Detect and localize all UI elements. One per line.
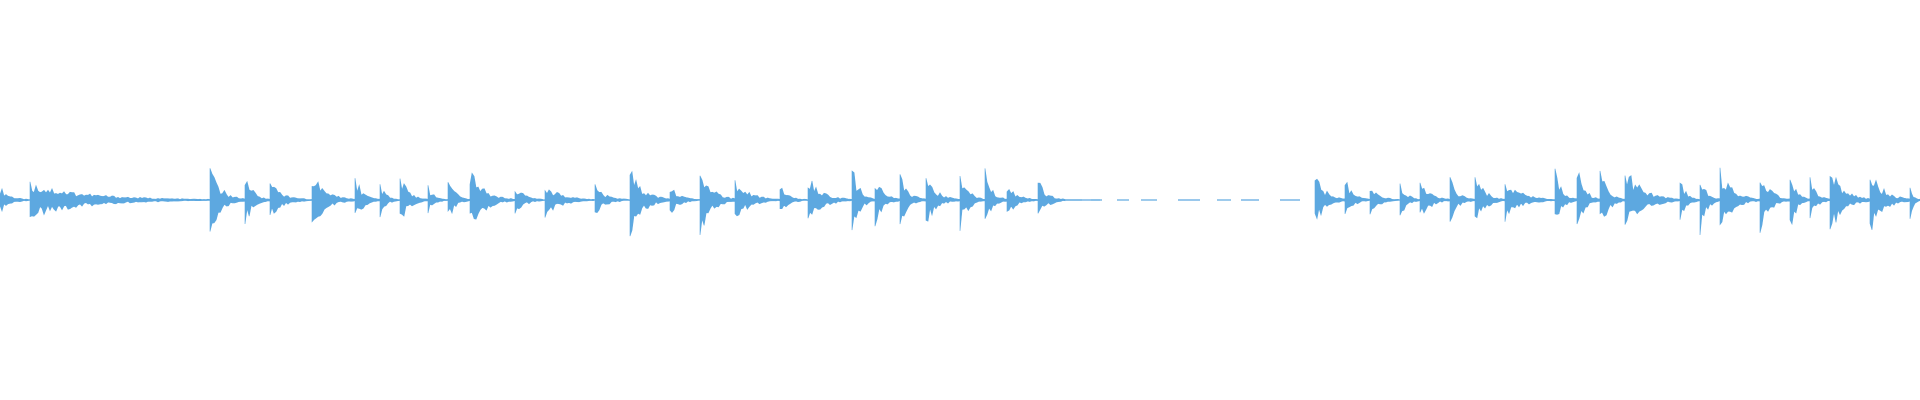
waveform-burst	[1314, 178, 1346, 220]
waveform-burst	[1719, 167, 1761, 226]
waveform-burst	[447, 182, 471, 215]
waveform-burst	[1624, 175, 1681, 225]
waveform-burst	[427, 185, 449, 214]
waveform-burst	[594, 184, 631, 214]
waveform-burst	[469, 172, 516, 220]
waveform-burst	[544, 189, 596, 218]
waveform-burst	[311, 181, 356, 223]
waveform-burst	[1699, 184, 1721, 236]
waveform-burst	[925, 178, 961, 222]
waveform-burst	[984, 168, 1008, 219]
waveform-burst	[734, 180, 781, 217]
waveform-burst	[959, 175, 986, 231]
waveform-burst	[1419, 182, 1451, 214]
waveform-burst	[514, 190, 546, 214]
waveform-group	[0, 167, 1920, 237]
waveform-burst	[669, 189, 701, 213]
waveform-burst	[1504, 184, 1556, 222]
waveform-burst	[1474, 177, 1506, 219]
waveform-burst	[699, 175, 736, 235]
waveform-burst	[874, 186, 901, 227]
waveform-burst	[269, 183, 313, 215]
waveform-burst	[779, 187, 809, 209]
waveform-burst	[1679, 182, 1701, 220]
waveform-burst	[0, 187, 31, 213]
waveform-burst	[1829, 175, 1871, 230]
waveform-burst	[1369, 190, 1401, 215]
waveform-burst	[807, 180, 853, 219]
waveform-burst	[1344, 181, 1371, 214]
waveform-burst	[379, 184, 401, 218]
waveform-burst	[399, 178, 429, 217]
waveform-burst	[629, 170, 671, 237]
waveform-burst	[29, 181, 211, 218]
waveform-burst	[244, 180, 271, 225]
waveform-burst	[209, 168, 246, 232]
waveform-burst	[1449, 177, 1476, 222]
waveform-burst	[354, 178, 381, 214]
waveform-burst	[1399, 183, 1421, 216]
waveform-burst	[1576, 172, 1601, 225]
waveform-burst	[1037, 182, 1066, 214]
waveform-burst	[1869, 179, 1911, 230]
waveform-burst	[851, 170, 876, 231]
waveform-burst	[1789, 179, 1811, 226]
waveform-burst	[1599, 170, 1626, 217]
waveform-burst	[1554, 168, 1578, 215]
waveform-burst	[1809, 177, 1831, 219]
waveform-burst	[1759, 182, 1791, 233]
waveform-burst	[899, 174, 927, 225]
waveform-burst	[1909, 187, 1920, 219]
